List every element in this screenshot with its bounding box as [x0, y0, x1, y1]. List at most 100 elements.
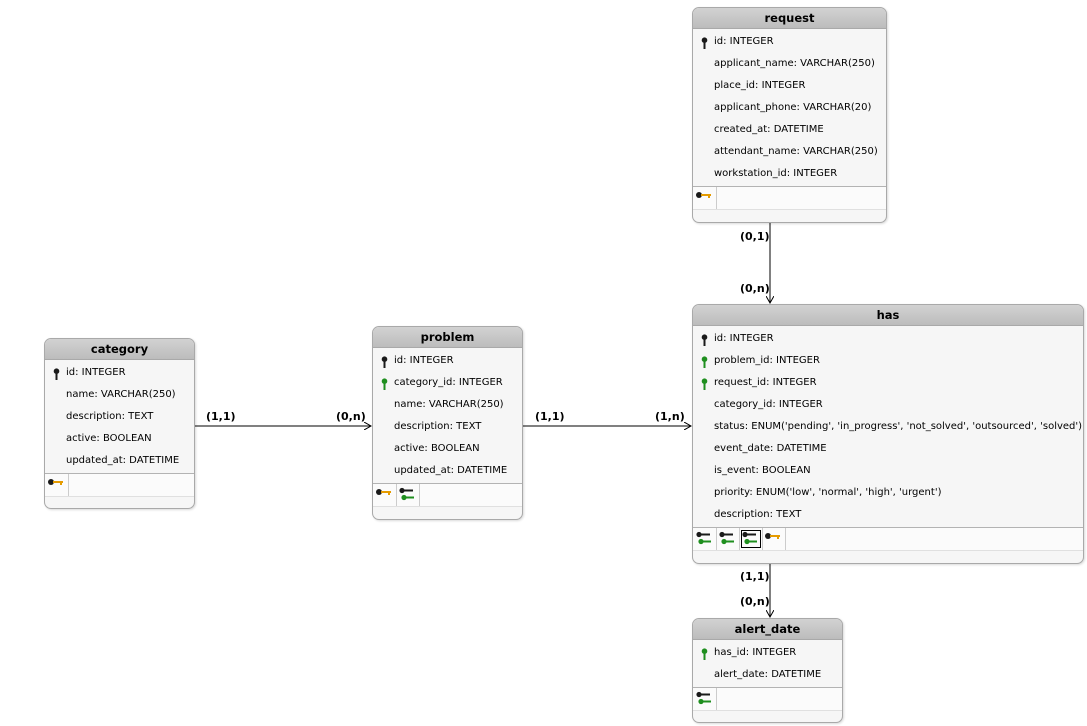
index-foreign-selected[interactable]	[739, 528, 763, 550]
attr-text: place_id: INTEGER	[714, 80, 806, 91]
attr-row[interactable]: category_id: INTEGER	[373, 372, 522, 394]
attr-row[interactable]: name: VARCHAR(250)	[45, 384, 194, 406]
attr-text: id: INTEGER	[66, 367, 126, 378]
attr-text: applicant_phone: VARCHAR(20)	[714, 102, 872, 113]
foreign-key-index-icon	[719, 531, 734, 545]
index-primary[interactable]	[45, 474, 69, 496]
attr-row[interactable]: applicant_name: VARCHAR(250)	[693, 53, 886, 75]
attr-row[interactable]: has_id: INTEGER	[693, 642, 842, 664]
entity-problem[interactable]: problem id: INTEGER category_id: INTEGER…	[372, 326, 523, 520]
card-request-has-from: (0,1)	[740, 230, 770, 243]
index-primary[interactable]	[762, 528, 786, 550]
attr-row[interactable]: active: BOOLEAN	[373, 438, 522, 460]
entity-title: category	[45, 339, 194, 360]
index-foreign[interactable]	[693, 688, 717, 710]
entity-alert-date[interactable]: alert_date has_id: INTEGER alert_date: D…	[692, 618, 843, 723]
index-bar	[693, 527, 1083, 551]
attr-row[interactable]: active: BOOLEAN	[45, 428, 194, 450]
index-bar	[693, 687, 842, 711]
attr-row[interactable]: status: ENUM('pending', 'in_progress', '…	[693, 416, 1083, 438]
attr-text: created_at: DATETIME	[714, 124, 824, 135]
index-bar	[373, 483, 522, 507]
attr-text: event_date: DATETIME	[714, 443, 827, 454]
key-index-icon	[696, 192, 711, 198]
attr-text: workstation_id: INTEGER	[714, 168, 838, 179]
attr-text: status: ENUM('pending', 'in_progress', '…	[714, 421, 1083, 432]
attr-row[interactable]: id: INTEGER	[693, 31, 886, 53]
foreign-key-icon	[701, 377, 708, 399]
attr-row[interactable]: id: INTEGER	[45, 362, 194, 384]
attr-text: alert_date: DATETIME	[714, 669, 822, 680]
index-primary[interactable]	[373, 484, 397, 506]
attr-row[interactable]: request_id: INTEGER	[693, 372, 1083, 394]
index-foreign[interactable]	[396, 484, 420, 506]
attr-row[interactable]: priority: ENUM('low', 'normal', 'high', …	[693, 482, 1083, 504]
attr-row[interactable]: description: TEXT	[373, 416, 522, 438]
index-foreign[interactable]	[693, 528, 717, 550]
entity-request[interactable]: request id: INTEGER applicant_name: VARC…	[692, 7, 887, 223]
attr-row[interactable]: created_at: DATETIME	[693, 119, 886, 141]
attr-text: active: BOOLEAN	[394, 443, 480, 454]
entity-title: problem	[373, 327, 522, 348]
foreign-key-index-icon	[399, 487, 414, 501]
card-request-has-to: (0,n)	[740, 282, 770, 295]
foreign-key-index-icon	[742, 531, 757, 545]
attr-row[interactable]: event_date: DATETIME	[693, 438, 1083, 460]
attr-text: updated_at: DATETIME	[66, 455, 180, 466]
attr-row[interactable]: updated_at: DATETIME	[45, 450, 194, 472]
index-foreign[interactable]	[716, 528, 740, 550]
attr-text: name: VARCHAR(250)	[394, 399, 504, 410]
key-index-icon	[48, 479, 63, 485]
attr-row[interactable]: problem_id: INTEGER	[693, 350, 1083, 372]
key-index-icon	[765, 533, 780, 539]
entity-category[interactable]: category id: INTEGER name: VARCHAR(250) …	[44, 338, 195, 509]
attr-row[interactable]: workstation_id: INTEGER	[693, 163, 886, 185]
card-has-alert-to: (0,n)	[740, 595, 770, 608]
attr-row[interactable]: description: TEXT	[45, 406, 194, 428]
attr-text: id: INTEGER	[714, 333, 774, 344]
foreign-key-icon	[701, 647, 708, 669]
foreign-key-index-icon	[696, 531, 711, 545]
attr-text: category_id: INTEGER	[714, 399, 823, 410]
attr-text: name: VARCHAR(250)	[66, 389, 176, 400]
attr-text: attendant_name: VARCHAR(250)	[714, 146, 878, 157]
attr-row[interactable]: applicant_phone: VARCHAR(20)	[693, 97, 886, 119]
attr-text: description: TEXT	[714, 509, 802, 520]
card-problem-has-from: (1,1)	[535, 410, 565, 423]
entity-has[interactable]: has id: INTEGER problem_id: INTEGER requ…	[692, 304, 1084, 564]
card-category-problem-to: (0,n)	[336, 410, 366, 423]
attr-row[interactable]: description: TEXT	[693, 504, 1083, 526]
attr-text: description: TEXT	[394, 421, 482, 432]
foreign-key-index-icon	[696, 691, 711, 705]
attr-text: id: INTEGER	[394, 355, 454, 366]
attr-text: is_event: BOOLEAN	[714, 465, 811, 476]
card-category-problem-from: (1,1)	[206, 410, 236, 423]
primary-key-icon	[701, 36, 708, 58]
attr-text: has_id: INTEGER	[714, 647, 797, 658]
attr-text: applicant_name: VARCHAR(250)	[714, 58, 875, 69]
attr-text: updated_at: DATETIME	[394, 465, 508, 476]
attr-row[interactable]: alert_date: DATETIME	[693, 664, 842, 686]
attr-row[interactable]: category_id: INTEGER	[693, 394, 1083, 416]
primary-key-icon	[701, 333, 708, 355]
attr-row[interactable]: name: VARCHAR(250)	[373, 394, 522, 416]
attr-text: priority: ENUM('low', 'normal', 'high', …	[714, 487, 942, 498]
entity-title: alert_date	[693, 619, 842, 640]
foreign-key-icon	[381, 377, 388, 399]
attr-row[interactable]: is_event: BOOLEAN	[693, 460, 1083, 482]
attr-row[interactable]: place_id: INTEGER	[693, 75, 886, 97]
attr-row[interactable]: id: INTEGER	[373, 350, 522, 372]
index-bar	[693, 186, 886, 210]
primary-key-icon	[381, 355, 388, 377]
index-bar	[45, 473, 194, 497]
attr-row[interactable]: attendant_name: VARCHAR(250)	[693, 141, 886, 163]
card-problem-has-to: (1,n)	[655, 410, 685, 423]
index-primary[interactable]	[693, 187, 717, 209]
attr-row[interactable]: id: INTEGER	[693, 328, 1083, 350]
attr-text: category_id: INTEGER	[394, 377, 503, 388]
attr-text: request_id: INTEGER	[714, 377, 817, 388]
attr-row[interactable]: updated_at: DATETIME	[373, 460, 522, 482]
attr-text: active: BOOLEAN	[66, 433, 152, 444]
entity-title: request	[693, 8, 886, 29]
